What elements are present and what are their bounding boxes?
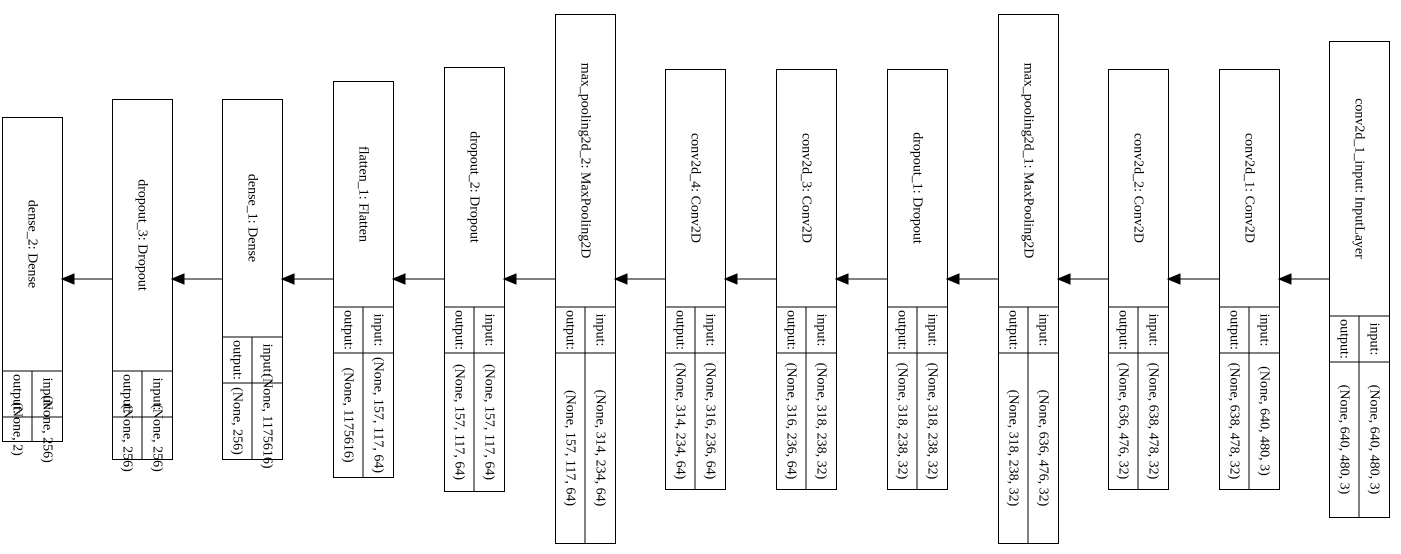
output-label: output: <box>784 310 799 350</box>
layer-node: conv2d_3: Conv2D input: output: (None, 318,… <box>776 69 837 490</box>
connection-arrow <box>280 273 333 285</box>
layer-name: conv2d_1: Conv2D <box>1242 133 1257 243</box>
layer-node: dense_1: Dense input: output: (None, 117561… <box>222 99 283 469</box>
layer-name: conv2d_4: Conv2D <box>688 133 703 243</box>
layer-name: dropout_3: Dropout <box>135 179 150 291</box>
input-shape: (None, 640, 480, 3) <box>1257 366 1272 476</box>
layer-node: max_pooling2d_2: MaxPooling2D input: outpu… <box>555 14 616 544</box>
input-label: input: <box>1036 314 1051 347</box>
connection-arrow <box>1277 273 1329 285</box>
output-shape: (None, 640, 480, 3) <box>1337 385 1352 495</box>
input-label: input: <box>593 314 608 347</box>
connection-arrow <box>613 273 665 285</box>
input-label: input: <box>260 344 275 377</box>
input-shape: (None, 157, 117, 64) <box>482 364 497 480</box>
input-shape: (None, 1175616) <box>260 373 275 468</box>
input-label: input: <box>814 314 829 347</box>
output-shape: (None, 2) <box>10 402 25 456</box>
connection-arrow <box>945 273 998 285</box>
output-shape: (None, 157, 117, 64) <box>452 364 467 480</box>
layer-node: dense_2: Dense input: output: (None, 256) (N… <box>2 117 63 463</box>
input-shape: (None, 636, 476, 32) <box>1036 390 1051 507</box>
layer-name: max_pooling2d_2: MaxPooling2D <box>578 63 593 259</box>
input-shape: (None, 640, 480, 3) <box>1367 385 1382 495</box>
input-label: input: <box>371 314 386 347</box>
input-label: input: <box>40 378 55 411</box>
connection-arrow <box>723 273 776 285</box>
connection-arrow <box>391 273 444 285</box>
input-shape: (None, 256) <box>150 404 165 472</box>
input-shape: (None, 157, 117, 64) <box>371 357 386 473</box>
input-shape: (None, 638, 478, 32) <box>1146 363 1161 480</box>
layer-name: flatten_1: Flatten <box>356 146 371 242</box>
layer-name: max_pooling2d_1: MaxPooling2D <box>1021 63 1036 259</box>
layer-name: conv2d_3: Conv2D <box>799 133 814 243</box>
output-label: output: <box>230 340 245 380</box>
output-shape: (None, 157, 117, 64) <box>563 390 578 506</box>
layer-name: dense_2: Dense <box>25 200 40 288</box>
layer-node: dropout_1: Dropout input: output: (None, 31… <box>887 69 948 490</box>
output-shape: (None, 318, 238, 32) <box>895 363 910 480</box>
layer-name: dropout_2: Dropout <box>467 131 482 243</box>
output-shape: (None, 314, 234, 64) <box>673 363 688 480</box>
input-label: input: <box>482 314 497 347</box>
output-label: output: <box>10 374 25 414</box>
connection-arrow <box>60 273 112 285</box>
layer-node: flatten_1: Flatten input: output: (None, 15… <box>333 81 394 478</box>
output-label: output: <box>673 310 688 350</box>
input-shape: (None, 316, 236, 64) <box>703 363 718 480</box>
output-label: output: <box>1227 310 1242 350</box>
input-label: input: <box>150 378 165 411</box>
output-shape: (None, 1175616) <box>341 367 356 462</box>
layer-name: dense_1: Dense <box>245 174 260 262</box>
input-label: input: <box>1257 314 1272 347</box>
input-label: input: <box>703 314 718 347</box>
layer-node: dropout_2: Dropout input: output: (None, 15… <box>444 67 505 492</box>
layer-node: max_pooling2d_1: MaxPooling2D input: outpu… <box>998 14 1059 544</box>
input-shape: (None, 318, 238, 32) <box>925 363 940 480</box>
input-label: input: <box>925 314 940 347</box>
output-shape: (None, 636, 476, 32) <box>1116 363 1131 480</box>
connection-arrow <box>1056 273 1108 285</box>
connection-arrow <box>1166 273 1219 285</box>
connection-arrow <box>502 273 555 285</box>
input-shape: (None, 318, 238, 32) <box>814 363 829 480</box>
output-label: output: <box>452 310 467 350</box>
connection-arrow <box>170 273 222 285</box>
output-shape: (None, 316, 236, 64) <box>784 363 799 480</box>
output-label: output: <box>341 310 356 350</box>
output-shape: (None, 256) <box>120 404 135 472</box>
layer-name: conv2d_1_input: InputLayer <box>1352 98 1367 259</box>
input-shape: (None, 314, 234, 64) <box>593 390 608 507</box>
output-label: output: <box>895 310 910 350</box>
output-shape: (None, 638, 478, 32) <box>1227 363 1242 480</box>
layer-node: conv2d_1: Conv2D input: output: (None, 640,… <box>1219 69 1280 490</box>
output-label: output: <box>563 310 578 350</box>
layer-node: conv2d_4: Conv2D input: output: (None, 316,… <box>665 69 726 490</box>
output-label: output: <box>1116 310 1131 350</box>
output-shape: (None, 256) <box>230 387 245 455</box>
output-label: output: <box>120 374 135 414</box>
output-label: output: <box>1337 319 1352 359</box>
output-label: output: <box>1006 310 1021 350</box>
input-label: input: <box>1146 314 1161 347</box>
input-label: input: <box>1367 323 1382 356</box>
layer-name: conv2d_2: Conv2D <box>1131 133 1146 243</box>
layer-node: conv2d_2: Conv2D input: output: (None, 638,… <box>1108 69 1169 490</box>
layer-name: dropout_1: Dropout <box>910 132 925 244</box>
output-shape: (None, 318, 238, 32) <box>1006 390 1021 507</box>
connection-arrow <box>834 273 887 285</box>
input-shape: (None, 256) <box>40 395 55 463</box>
layer-node: conv2d_1_input: InputLayer input: output: (… <box>1329 41 1390 518</box>
